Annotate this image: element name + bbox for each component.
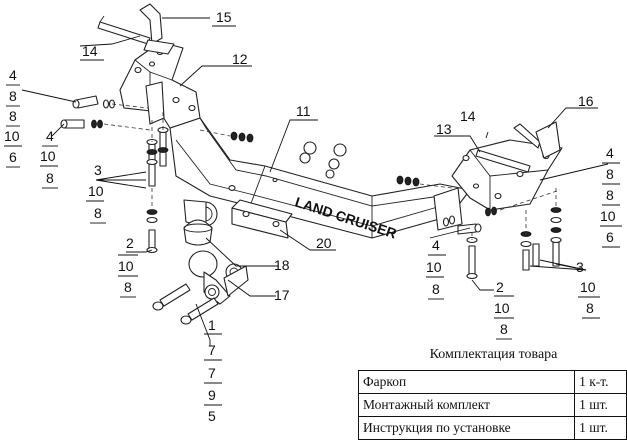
stack-label: 10 (580, 279, 596, 295)
left-bracket (119, 41, 201, 129)
ball-mount-plate (183, 199, 293, 239)
stack-label: 8 (586, 300, 594, 316)
callout-17: 17 (274, 287, 290, 303)
stack-label: 8 (432, 281, 440, 297)
stack-label: 3 (576, 259, 584, 275)
stack-bottom-1: 7 7 9 5 (204, 333, 222, 424)
stack-label: 8 (94, 205, 102, 221)
kit-qty: 1 шт. (574, 416, 627, 440)
kit-item: Инструкция по установке (357, 416, 576, 440)
stack-label: 7 (208, 342, 216, 358)
callout-11: 11 (296, 103, 311, 119)
stack-label: 10 (4, 128, 20, 144)
callout-14-left: 14 (82, 43, 98, 59)
stack-left-top: 4 8 8 10 6 (4, 67, 22, 168)
stack-label: 8 (124, 279, 132, 295)
stack-label: 8 (606, 187, 614, 203)
main-crossbar: LAND CRUISER (169, 117, 471, 242)
callout-1: 1 (208, 317, 216, 333)
stack-label: 4 (432, 237, 440, 253)
stack-label: 8 (9, 108, 17, 124)
stack-right-mid: 4 10 8 (426, 237, 446, 300)
stack-right-top: 4 8 8 10 6 (600, 145, 622, 248)
right-hardware (442, 188, 562, 280)
kit-qty: 1 шт. (574, 393, 627, 417)
stack-label: 6 (9, 149, 17, 165)
callout-16: 16 (578, 93, 594, 109)
callout-12: 12 (232, 51, 248, 67)
stack-label: 4 (46, 128, 54, 144)
left-hardware (60, 95, 254, 254)
kit-table-viewport: Фаркоп 1 к-т. Монтажный комплект 1 шт. И… (350, 365, 627, 440)
ball-bolts (152, 283, 219, 325)
stack-label: 3 (94, 162, 102, 178)
callout-15: 15 (216, 9, 232, 25)
stack-right-2: 10 8 (494, 295, 514, 340)
stack-label: 10 (600, 208, 616, 224)
stack-left-mid: 4 10 8 (40, 128, 58, 189)
stack-label: 10 (494, 300, 510, 316)
right-top-strap (475, 121, 561, 173)
kit-item: Монтажный комплект (357, 393, 576, 417)
stack-label: 10 (118, 258, 134, 274)
stack-label: 10 (88, 183, 104, 199)
callout-14-right: 14 (460, 108, 476, 124)
callout-2-left: 2 (126, 235, 134, 251)
kit-title: Комплектация товара (429, 347, 558, 362)
centre-nuts (299, 141, 453, 189)
table-row: Фаркоп 1 к-т. (357, 370, 627, 394)
stack-label: 9 (208, 387, 216, 403)
kit-table: Фаркоп 1 к-т. Монтажный комплект 1 шт. И… (357, 370, 627, 440)
stack-label: 10 (426, 259, 442, 275)
left-top-strap (97, 3, 175, 55)
callout-18: 18 (274, 257, 290, 273)
stack-label: 8 (606, 166, 614, 182)
kit-item: Фаркоп (357, 370, 576, 394)
stack-label: 4 (9, 67, 17, 83)
callout-labels: 15 14 12 11 14 13 16 20 18 17 1 2 2 (80, 9, 594, 333)
tow-ball-cap (183, 219, 213, 246)
towbar-exploded-diagram: LAND CRUISER (4, 3, 622, 424)
stack-right-3: 3 10 8 (576, 259, 600, 319)
table-row: Монтажный комплект 1 шт. (357, 393, 627, 417)
stack-left-2: 10 8 (118, 254, 138, 298)
leader-lines (21, 17, 609, 346)
stack-label: 5 (208, 408, 216, 424)
stack-label: 8 (9, 88, 17, 104)
kit-qty: 1 к-т. (574, 370, 627, 394)
stack-left-3: 3 10 8 (86, 162, 106, 224)
stack-label: 10 (40, 148, 56, 164)
stack-label: 4 (606, 145, 614, 161)
callout-20: 20 (316, 235, 332, 251)
stack-label: 7 (208, 365, 216, 381)
callout-2-right: 2 (496, 279, 504, 295)
tow-ball (188, 250, 249, 305)
stack-label: 8 (46, 170, 54, 186)
stack-label: 8 (500, 321, 508, 337)
table-row: Инструкция по установке 1 шт. (357, 416, 627, 440)
callout-13: 13 (436, 121, 452, 137)
stack-label: 6 (606, 229, 614, 245)
